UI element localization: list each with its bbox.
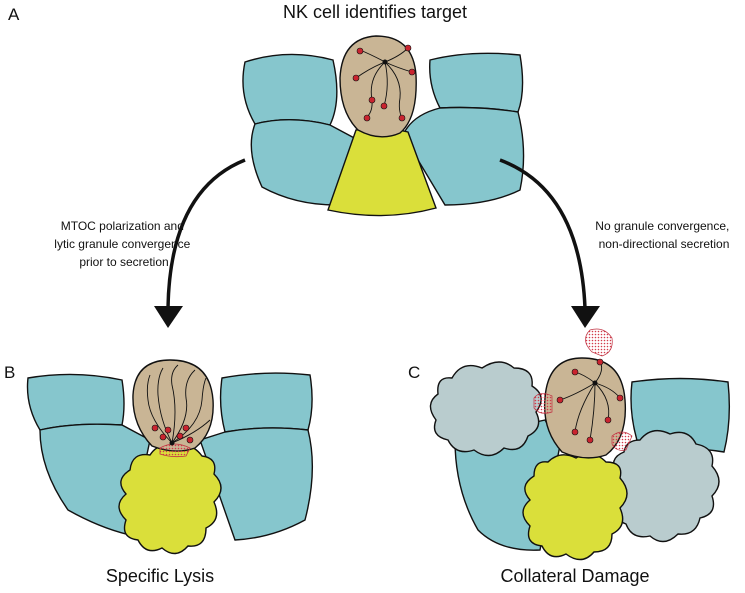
right-arrow-caption: No granule convergence, non-directional … bbox=[595, 219, 732, 251]
panel-a-title: NK cell identifies target bbox=[283, 2, 467, 22]
lytic-granule bbox=[616, 394, 624, 402]
arrow-right bbox=[499, 158, 600, 328]
granule-release bbox=[585, 328, 613, 357]
lytic-granule bbox=[380, 102, 388, 110]
nk-cell bbox=[339, 35, 417, 138]
panel-a-letter: A bbox=[8, 5, 20, 24]
lytic-granule bbox=[586, 436, 594, 444]
synapse-secretion bbox=[159, 443, 191, 458]
epithelial-cell bbox=[250, 119, 359, 206]
lytic-granule bbox=[604, 416, 612, 424]
panel-a-granules bbox=[352, 44, 416, 122]
lytic-granule bbox=[571, 368, 579, 376]
lytic-granule bbox=[404, 44, 412, 52]
panel-b-title: Specific Lysis bbox=[106, 566, 214, 586]
mtoc bbox=[169, 440, 175, 446]
panel-c-cells bbox=[429, 357, 731, 561]
panel-a-cells bbox=[242, 35, 525, 217]
lytic-granule bbox=[159, 433, 167, 441]
target-cell-lysed bbox=[118, 445, 222, 555]
lytic-granule bbox=[182, 424, 190, 432]
panel-c-granules bbox=[556, 358, 624, 444]
lytic-granule bbox=[356, 47, 364, 55]
granule-release bbox=[533, 393, 553, 414]
epithelial-cell bbox=[242, 53, 338, 126]
left-arrow-caption: MTOC polarization and lytic granule conv… bbox=[54, 219, 193, 269]
mtoc bbox=[592, 380, 598, 386]
lytic-granule bbox=[556, 396, 564, 404]
lytic-granule bbox=[398, 114, 406, 122]
lytic-granule bbox=[368, 96, 376, 104]
target-cell-lysed bbox=[522, 453, 628, 561]
panel-c-secretion bbox=[533, 328, 633, 451]
panel-b-letter: B bbox=[4, 363, 15, 382]
lytic-granule bbox=[571, 428, 579, 436]
lytic-granule bbox=[164, 426, 172, 434]
lytic-granule bbox=[186, 436, 194, 444]
epithelial-cell bbox=[219, 372, 313, 433]
lytic-granule bbox=[176, 432, 184, 440]
panel-c-title: Collateral Damage bbox=[500, 566, 649, 586]
nk-cell bbox=[543, 357, 627, 459]
epithelial-cell bbox=[26, 373, 125, 431]
epithelial-cell bbox=[402, 106, 525, 206]
arrow-left bbox=[154, 158, 246, 328]
panel-b-granules bbox=[151, 424, 194, 444]
mtoc bbox=[382, 59, 388, 65]
epithelial-cell bbox=[199, 427, 314, 541]
lytic-granule bbox=[596, 358, 604, 366]
panel-b-cells bbox=[26, 359, 314, 555]
lytic-granule bbox=[352, 74, 360, 82]
granule-release bbox=[611, 431, 633, 451]
lytic-granule bbox=[408, 68, 416, 76]
epithelial-cell bbox=[429, 52, 524, 113]
panel-c-letter: C bbox=[408, 363, 420, 382]
damaged-bystander-cell bbox=[429, 361, 542, 457]
lytic-granule bbox=[363, 114, 371, 122]
lytic-granule bbox=[151, 424, 159, 432]
